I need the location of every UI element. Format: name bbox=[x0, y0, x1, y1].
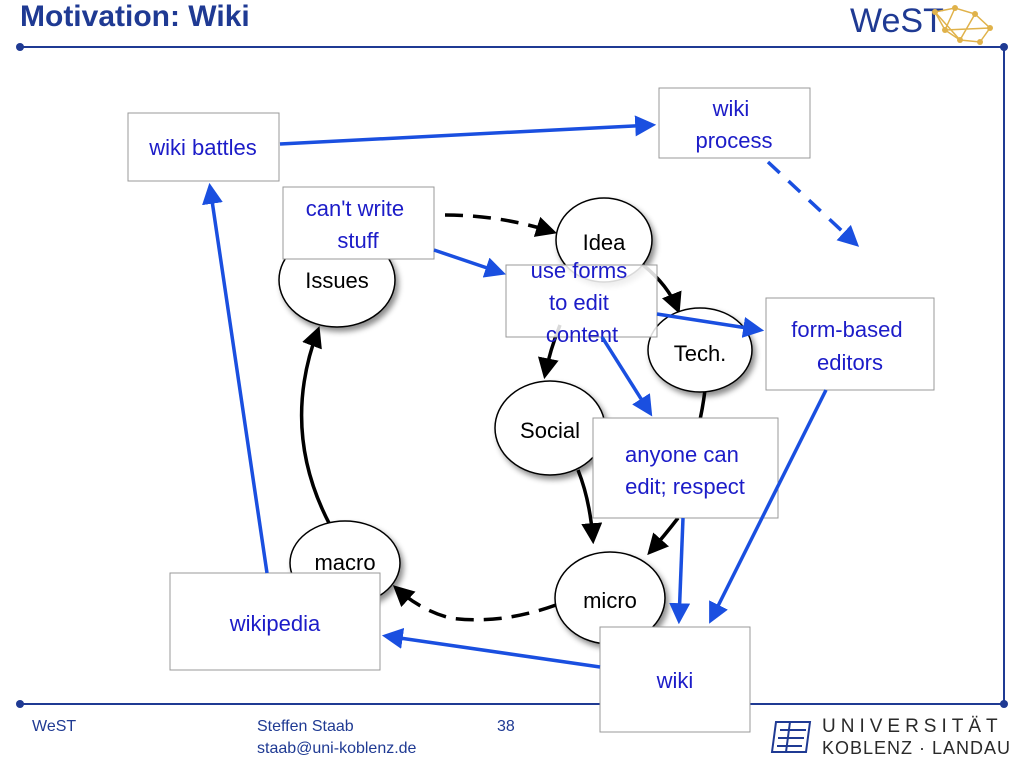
node-macro-label: macro bbox=[314, 550, 375, 575]
box-wiki bbox=[599, 626, 751, 733]
header-rule bbox=[16, 43, 1008, 704]
box-use-forms bbox=[505, 264, 658, 338]
node-social-label: Social bbox=[520, 418, 580, 443]
blue-arrows bbox=[202, 115, 860, 669]
arrow-social-to-micro bbox=[576, 469, 603, 545]
footer-author: Steffen Staab bbox=[257, 718, 354, 735]
box-anyone-can-edit-label: anyone can edit; respect bbox=[625, 442, 745, 499]
box-use-forms-label: use forms to edit content bbox=[531, 258, 634, 347]
arrow-micro-to-macro bbox=[392, 585, 557, 622]
slide-title: Motivation: Wiki bbox=[20, 0, 250, 33]
node-tech-label: Tech. bbox=[674, 341, 727, 366]
footer-page-number: 38 bbox=[497, 718, 515, 735]
west-logo-text: WeST bbox=[850, 2, 944, 40]
box-anyone-can-edit bbox=[592, 417, 779, 519]
arrow-cant-write-to-idea bbox=[444, 213, 557, 237]
node-tech bbox=[647, 307, 753, 393]
node-issues-label: Issues bbox=[305, 268, 369, 293]
box-form-based-editors-label: form-based editors bbox=[791, 317, 908, 375]
arrow-macro-to-issues bbox=[299, 326, 332, 526]
arrow-wiki-to-wikipedia bbox=[381, 628, 601, 669]
arrow-wikipedia-to-battles bbox=[202, 182, 269, 574]
box-wikipedia-label: wikipedia bbox=[229, 611, 321, 636]
box-wiki-battles bbox=[127, 112, 280, 182]
node-micro-label: micro bbox=[583, 588, 637, 613]
box-wiki-label: wiki bbox=[656, 668, 694, 693]
university-name: UNIVERSITÄT bbox=[822, 716, 1003, 737]
university-location: KOBLENZ · LANDAU bbox=[822, 738, 1012, 758]
footer-rule bbox=[16, 700, 1008, 708]
arrow-forms-to-editors bbox=[656, 312, 765, 338]
arrow-cant-write-to-forms bbox=[433, 248, 506, 278]
arrow-anyone-to-wiki bbox=[669, 517, 691, 625]
arrow-process-to-editors bbox=[766, 160, 860, 247]
box-wiki-process bbox=[658, 87, 811, 159]
box-form-based-editors bbox=[765, 297, 935, 391]
footer-email: staab@uni-koblenz.de bbox=[257, 740, 417, 757]
box-wikipedia bbox=[169, 572, 381, 671]
box-wiki-process-label: wiki process bbox=[695, 96, 772, 153]
west-logo-network-icon bbox=[932, 5, 993, 45]
university-logo-icon bbox=[770, 721, 812, 753]
west-logo: WeST bbox=[850, 2, 944, 41]
arrow-forms-to-anyone bbox=[600, 336, 653, 417]
footer-left: WeST bbox=[32, 718, 77, 735]
box-cant-write-stuff bbox=[282, 186, 435, 260]
node-idea-label: Idea bbox=[583, 230, 627, 255]
arrow-battles-to-process bbox=[279, 115, 657, 146]
arrow-anyone-to-micro bbox=[647, 516, 680, 556]
box-wiki-battles-label: wiki battles bbox=[148, 135, 257, 160]
arrow-editors-to-wiki bbox=[709, 389, 828, 624]
box-cant-write-stuff-label: can't write stuff bbox=[306, 196, 410, 253]
